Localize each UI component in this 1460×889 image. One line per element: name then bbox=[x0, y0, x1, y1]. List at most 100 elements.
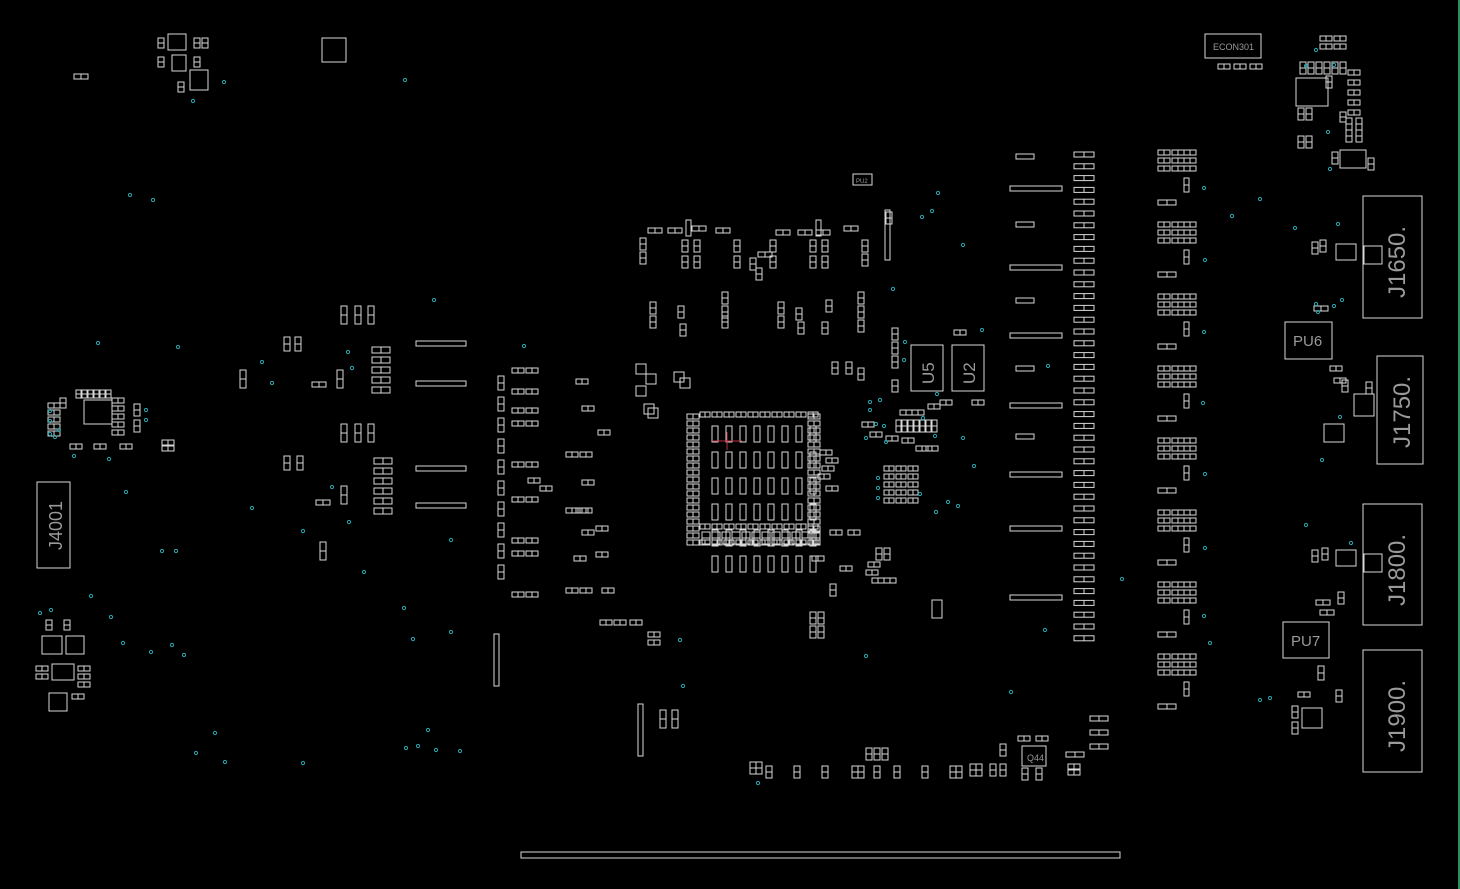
via-hole bbox=[1119, 576, 1125, 582]
footprint-pad bbox=[795, 477, 803, 495]
edge-connector-fingers[interactable] bbox=[520, 851, 1121, 859]
via-hole bbox=[457, 748, 463, 754]
via-hole bbox=[920, 415, 926, 421]
via-hole bbox=[1335, 221, 1341, 227]
footprint-pad bbox=[781, 425, 789, 443]
footprint-pad bbox=[637, 703, 644, 757]
u2-component[interactable]: U2 bbox=[951, 344, 985, 392]
pu7-component[interactable]: PU7 bbox=[1282, 621, 1330, 659]
footprint-pad bbox=[767, 451, 775, 469]
via-hole bbox=[960, 435, 966, 441]
footprint-pad bbox=[673, 371, 685, 383]
via-hole bbox=[919, 214, 925, 220]
footprint-pad bbox=[189, 69, 209, 91]
econ301-connector[interactable]: ECON301 bbox=[1204, 33, 1262, 59]
via-hole bbox=[1042, 627, 1048, 633]
footprint-pad bbox=[931, 599, 943, 619]
footprint-pad bbox=[1015, 153, 1035, 160]
footprint-pad bbox=[1015, 433, 1035, 440]
via-hole bbox=[143, 407, 149, 413]
u2-label: U2 bbox=[960, 362, 979, 384]
via-hole bbox=[181, 652, 187, 658]
pu2-component[interactable]: PU2 bbox=[852, 173, 873, 186]
u5-component[interactable]: U5 bbox=[910, 344, 944, 392]
via-hole bbox=[932, 433, 938, 439]
via-hole bbox=[1292, 225, 1298, 231]
footprint-pad bbox=[1301, 707, 1323, 729]
q44-label: Q44 bbox=[1027, 753, 1044, 763]
j1800-connector[interactable]: J1800. bbox=[1362, 503, 1423, 626]
footprint-pad bbox=[739, 503, 747, 521]
footprint-pad bbox=[781, 477, 789, 495]
footprint-pad bbox=[884, 209, 891, 261]
via-hole bbox=[1257, 697, 1263, 703]
via-hole bbox=[873, 421, 879, 427]
via-hole bbox=[1008, 689, 1014, 695]
footprint-pad bbox=[48, 692, 68, 712]
footprint-pad bbox=[767, 477, 775, 495]
via-hole bbox=[349, 365, 355, 371]
via-hole bbox=[120, 640, 126, 646]
via-hole bbox=[56, 427, 62, 433]
footprint-pad bbox=[415, 502, 467, 509]
footprint-pad bbox=[635, 363, 647, 375]
footprint-pad bbox=[1009, 594, 1063, 601]
footprint-pad bbox=[415, 380, 467, 387]
q44-component[interactable]: Q44 bbox=[1021, 745, 1047, 767]
footprint-pad bbox=[51, 663, 75, 681]
via-hole bbox=[190, 98, 196, 104]
footprint-pad bbox=[679, 377, 691, 389]
via-hole bbox=[1315, 309, 1321, 315]
j1650-connector[interactable]: J1650. bbox=[1362, 195, 1423, 319]
footprint-pad bbox=[167, 33, 187, 51]
footprint-pad bbox=[1015, 297, 1035, 304]
footprint-pad bbox=[415, 465, 467, 472]
footprint-pad bbox=[809, 555, 817, 573]
via-hole bbox=[249, 505, 255, 511]
via-hole bbox=[902, 339, 908, 345]
via-hole bbox=[345, 349, 351, 355]
footprint-pad bbox=[781, 555, 789, 573]
via-hole bbox=[1313, 301, 1319, 307]
via-hole bbox=[875, 485, 881, 491]
via-hole bbox=[1331, 303, 1337, 309]
j1900-connector[interactable]: J1900. bbox=[1362, 649, 1423, 773]
via-hole bbox=[410, 636, 416, 642]
j4001-label: J4001 bbox=[46, 501, 66, 550]
via-hole bbox=[127, 192, 133, 198]
footprint-pad bbox=[725, 425, 733, 443]
via-hole bbox=[1202, 471, 1208, 477]
via-holes bbox=[37, 47, 1354, 786]
footprint-pad bbox=[321, 37, 347, 63]
footprint-pad bbox=[1009, 402, 1063, 409]
footprint-pad bbox=[1009, 185, 1063, 192]
footprint-pad bbox=[795, 503, 803, 521]
via-hole bbox=[955, 503, 961, 509]
footprint-pad bbox=[815, 219, 822, 237]
footprint-pad bbox=[685, 219, 692, 237]
board-edge-line bbox=[1458, 0, 1460, 889]
via-hole bbox=[361, 569, 367, 575]
via-hole bbox=[1201, 613, 1207, 619]
via-hole bbox=[433, 747, 439, 753]
via-hole bbox=[971, 463, 977, 469]
via-hole bbox=[1337, 414, 1343, 420]
via-hole bbox=[1202, 257, 1208, 263]
pu7-label: PU7 bbox=[1291, 633, 1320, 650]
footprint-pad bbox=[1335, 243, 1357, 261]
j1900-label: J1900. bbox=[1384, 680, 1411, 752]
j1750-connector[interactable]: J1750. bbox=[1376, 355, 1424, 465]
j4001-connector[interactable]: J4001 bbox=[36, 481, 71, 569]
j1650-label: J1650. bbox=[1384, 226, 1411, 298]
pu6-component[interactable]: PU6 bbox=[1284, 321, 1333, 360]
footprint-pad bbox=[647, 407, 659, 419]
via-hole bbox=[169, 642, 175, 648]
via-hole bbox=[401, 605, 407, 611]
footprint-pad bbox=[711, 555, 719, 573]
via-hole bbox=[901, 357, 907, 363]
footprint-pad bbox=[1363, 245, 1383, 265]
via-hole bbox=[881, 423, 887, 429]
footprint-pad bbox=[711, 477, 719, 495]
j1750-label: J1750. bbox=[1389, 376, 1416, 448]
via-hole bbox=[875, 495, 881, 501]
